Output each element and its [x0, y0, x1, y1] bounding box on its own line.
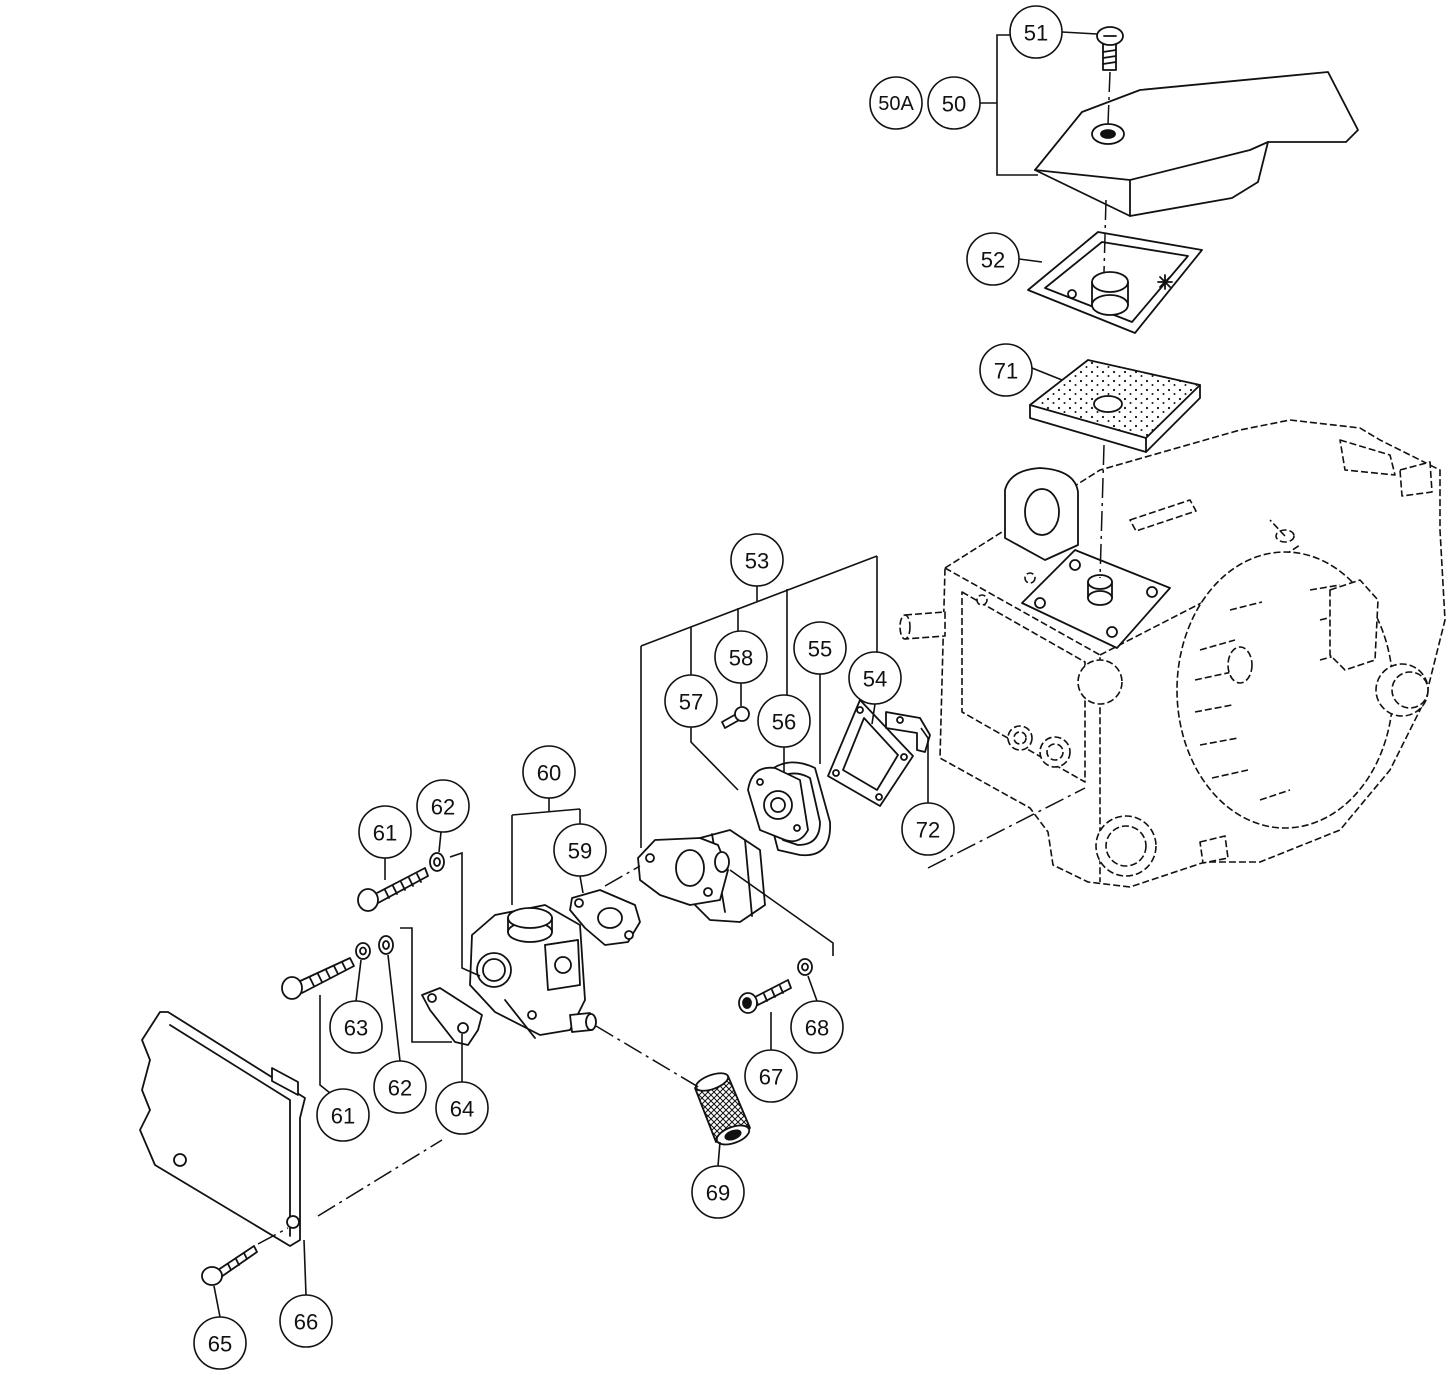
- callout-label: 53: [745, 549, 769, 574]
- callout-label: 62: [388, 1076, 412, 1101]
- gasket-54: [827, 699, 914, 807]
- callout-label: 56: [772, 710, 796, 735]
- callout-69: 69: [691, 1165, 745, 1219]
- callout-55: 55: [793, 621, 847, 675]
- callout-label: 55: [808, 637, 832, 662]
- air-filter-71: [1029, 359, 1201, 453]
- callout-50: 50: [927, 76, 981, 130]
- cover-plate-66: [139, 1011, 306, 1247]
- callout-72: 72: [901, 802, 955, 856]
- intake-manifold-57: [637, 829, 766, 923]
- gasket-59: [569, 889, 641, 946]
- leader-lines: [213, 31, 1098, 1318]
- callout-51: 51: [1009, 5, 1063, 59]
- callout-58: 58: [714, 630, 768, 684]
- callout-label: 58: [729, 646, 753, 671]
- callout-63: 63: [329, 1000, 383, 1054]
- callout-52: 52: [966, 232, 1020, 286]
- insulator-56: [747, 766, 809, 843]
- callout-label: 57: [679, 690, 703, 715]
- callout-62-upper: 62: [416, 779, 470, 833]
- callout-label: 52: [981, 248, 1005, 273]
- callout-56: 56: [757, 694, 811, 748]
- callout-label: 59: [568, 839, 592, 864]
- callout-label: 72: [916, 818, 940, 843]
- callout-label: 61: [331, 1104, 355, 1129]
- callout-label: 54: [863, 667, 887, 692]
- fuel-filter-69: [694, 1072, 751, 1146]
- bracket-72: [885, 711, 931, 753]
- washer-62-lower: [378, 935, 394, 955]
- callout-label: 51: [1024, 21, 1048, 46]
- callout-66: 66: [279, 1294, 333, 1348]
- callout-53: 53: [730, 533, 784, 587]
- callout-label: 50A: [878, 93, 914, 115]
- callout-label: 69: [706, 1181, 730, 1206]
- bolt-61-upper: [357, 867, 429, 912]
- crankcase-mount-bracket: [1004, 467, 1079, 561]
- callout-62-lower: 62: [373, 1060, 427, 1114]
- callout-label: 63: [344, 1016, 368, 1041]
- callout-label: 61: [373, 821, 397, 846]
- assembly-axis-lines: [257, 71, 1111, 1245]
- plate-64: [421, 987, 483, 1046]
- callout-71: 71: [979, 343, 1033, 397]
- screw-65: [201, 1245, 258, 1286]
- washer-62-upper: [429, 852, 445, 872]
- callout-61-upper: 61: [358, 805, 412, 859]
- callout-60: 60: [522, 745, 576, 799]
- callout-label: 62: [431, 795, 455, 820]
- callout-50a: 50A: [869, 76, 923, 130]
- callout-label: 64: [450, 1097, 474, 1122]
- callout-label: 68: [805, 1016, 829, 1041]
- callout-label: 50: [942, 92, 966, 117]
- filter-plate-52: [1027, 231, 1203, 334]
- callout-label: 65: [208, 1332, 232, 1357]
- callout-54: 54: [848, 651, 902, 705]
- crankcase-housing: [899, 419, 1446, 888]
- crankcase-cylinder-pad: [1021, 549, 1171, 649]
- bolt-61-lower: [281, 957, 355, 1000]
- callout-label: 66: [294, 1310, 318, 1335]
- callout-64: 64: [435, 1081, 489, 1135]
- callout-68: 68: [790, 1000, 844, 1054]
- callout-65: 65: [193, 1316, 247, 1370]
- callout-67: 67: [744, 1049, 798, 1103]
- callout-57: 57: [664, 674, 718, 728]
- screw-51: [1096, 26, 1124, 71]
- callout-59: 59: [553, 823, 607, 877]
- air-filter-cover-50: [1034, 71, 1359, 217]
- callout-label: 60: [537, 761, 561, 786]
- carburetor-60: [469, 904, 597, 1039]
- callout-61-lower: 61: [316, 1088, 370, 1142]
- washer-63: [355, 942, 371, 960]
- bolt-67: [738, 979, 792, 1014]
- washer-68: [797, 958, 813, 976]
- screw-58: [721, 706, 750, 729]
- callout-label: 67: [759, 1065, 783, 1090]
- callout-label: 71: [994, 359, 1018, 384]
